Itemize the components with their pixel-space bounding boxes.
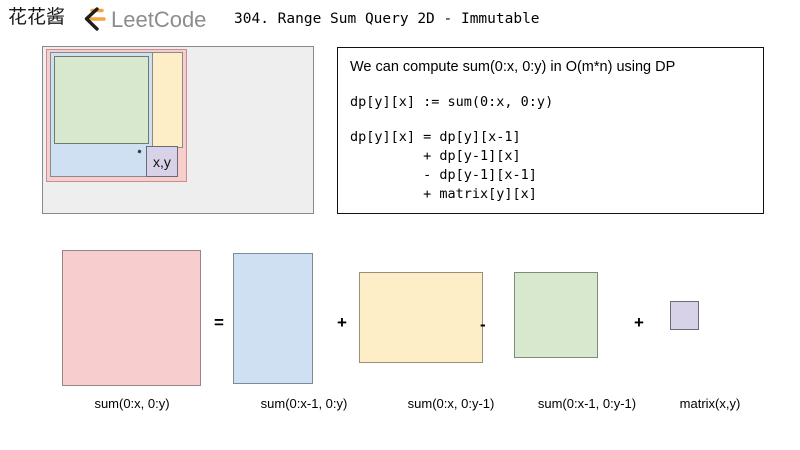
page-header: 花花酱 LeetCode 304. Range Sum Query 2D - I… [0,0,800,38]
equation-label-sum-0x-0y: sum(0:x, 0:y) [94,396,170,411]
equation-rect-sum-0x-0y-1 [359,272,483,363]
leetcode-wordmark: LeetCode [111,7,206,32]
equation-label-sum-0x-1-0y: sum(0:x-1, 0:y) [260,396,348,411]
equation-operator-plus-1: + [337,313,347,332]
equation-row: sum(0:x, 0:y) = sum(0:x-1, 0:y) + sum(0:… [0,236,800,426]
equation-rect-sum-0x-1-0y [233,253,313,384]
formula-intro-text: We can compute sum(0:x, 0:y) in O(m*n) u… [350,59,676,75]
equation-operator-plus-2: + [634,313,644,332]
formula-panel: We can compute sum(0:x, 0:y) in O(m*n) u… [337,47,764,214]
equation-rect-sum-0x-1-0y-1 [514,272,598,358]
brand-chinese-label: 花花酱 [8,7,66,28]
leetcode-logo-svg: LeetCode [84,7,206,32]
equation-rect-sum-0x-0y [62,250,201,386]
equation-label-sum-0x-0y-1: sum(0:x, 0:y-1) [407,396,495,411]
equation-label-matrix-xy: matrix(x,y) [679,396,741,411]
equation-operator-equals: = [214,313,224,332]
diagram-region-sum-0x-1-0y-1 [54,56,149,144]
leetcode-logo: LeetCode [78,6,224,32]
formula-recurrence-text: dp[y][x] = dp[y][x-1] + dp[y-1][x] - dp[… [350,129,537,202]
equation-rect-matrix-xy [670,301,699,330]
formula-definition-text: dp[y][x] := sum(0:x, 0:y) [350,94,554,110]
logo-c-icon [84,7,99,31]
equation-operator-minus: - [480,315,486,334]
page-title: 304. Range Sum Query 2D - Immutable [234,11,540,27]
equation-label-sum-0x-1-0y-1: sum(0:x-1, 0:y-1) [537,396,637,411]
diagram-cell-xy: x,y [146,146,178,177]
